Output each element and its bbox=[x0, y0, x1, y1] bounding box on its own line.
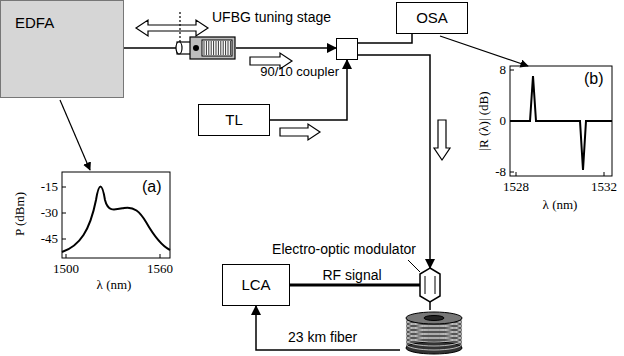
plot-frame bbox=[62, 172, 170, 258]
axis-label: 1532 bbox=[591, 180, 617, 194]
axis-label: -30 bbox=[41, 206, 58, 220]
dotted-line bbox=[179, 12, 180, 44]
axis-title: |R (λ)| (dB) bbox=[477, 91, 491, 150]
axis-label: 1560 bbox=[147, 262, 173, 276]
axis-label: 0 bbox=[500, 114, 507, 128]
axis-label: 8 bbox=[500, 63, 507, 77]
fiber-shape bbox=[400, 310, 468, 354]
optical-fiber bbox=[236, 47, 336, 49]
fiber-spool: 23 km fiber bbox=[400, 310, 468, 354]
coupler-box: 90/10 coupler bbox=[336, 38, 358, 60]
leader-line bbox=[60, 100, 90, 170]
modulator: Electro-optic modulator bbox=[420, 268, 440, 302]
axis-label: 1528 bbox=[503, 180, 529, 194]
axis-label: -8 bbox=[495, 165, 506, 179]
ufbg-shape bbox=[176, 36, 236, 60]
process-box: TL bbox=[198, 104, 270, 136]
tuning-arrow bbox=[136, 20, 208, 36]
flow-arrow bbox=[280, 124, 320, 140]
optical-fiber bbox=[256, 306, 400, 350]
axis-label: -45 bbox=[41, 232, 58, 246]
process-box: OSA bbox=[396, 2, 468, 34]
part-label: 23 km fiber bbox=[288, 330, 357, 345]
box-label: OSA bbox=[416, 10, 448, 27]
box-label: TL bbox=[225, 112, 243, 129]
part-label: 90/10 coupler bbox=[260, 65, 339, 79]
rf-cable bbox=[290, 284, 420, 287]
axis-label: 1500 bbox=[53, 262, 79, 276]
part-label: UFBG tuning stage bbox=[212, 10, 331, 25]
axis-title: P (dBm) bbox=[13, 192, 27, 236]
optical-fiber bbox=[358, 34, 412, 43]
box-label: EDFA bbox=[15, 15, 54, 32]
axis-label: -15 bbox=[41, 180, 58, 194]
spectrum-curve bbox=[62, 187, 170, 253]
plot-frame bbox=[510, 66, 612, 176]
axis-label: λ (nm) bbox=[543, 198, 578, 212]
part-label: Electro-optic modulator bbox=[272, 242, 416, 257]
grating-stage: UFBG tuning stage bbox=[176, 36, 236, 60]
mod-shape bbox=[420, 268, 440, 302]
leader-line bbox=[440, 36, 528, 66]
optical-fiber bbox=[358, 55, 430, 268]
edge-label: RF signal bbox=[322, 268, 381, 283]
process-box: LCA bbox=[222, 264, 290, 306]
panel-label: (b) bbox=[584, 70, 604, 88]
optical-fiber bbox=[124, 47, 176, 49]
axis-label: λ (nm) bbox=[97, 278, 132, 292]
flow-arrow bbox=[434, 120, 450, 160]
leader-line bbox=[408, 260, 420, 272]
box-label: LCA bbox=[241, 277, 270, 294]
panel-label: (a) bbox=[142, 178, 162, 196]
reflection-curve bbox=[510, 76, 612, 170]
optical-fiber bbox=[429, 302, 431, 310]
amplifier-box: EDFA bbox=[0, 0, 124, 98]
